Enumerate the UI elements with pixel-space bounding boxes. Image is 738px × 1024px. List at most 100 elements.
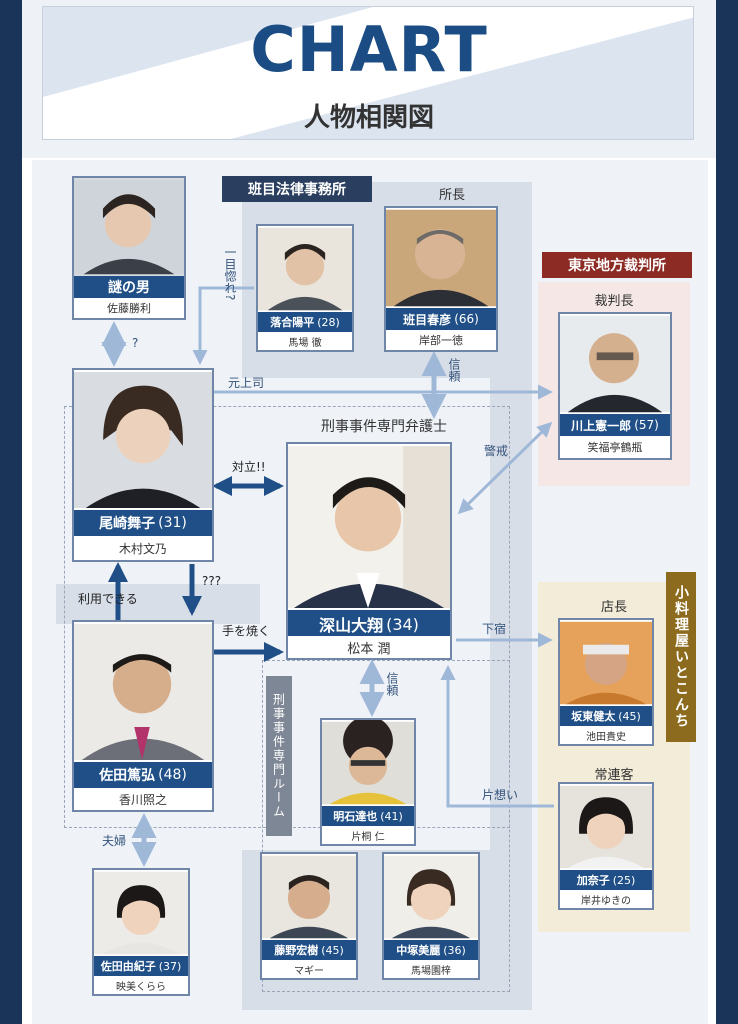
actor-nakatsuka: 馬場園梓 (384, 960, 478, 978)
card-ozaki: 尾崎舞子(31) 木村文乃 (72, 368, 214, 562)
name-sada: 佐田篤弘(48) (74, 762, 212, 788)
card-akashi: 明石達也(41) 片桐 仁 (320, 718, 416, 846)
card-bando: 坂東健太(45) 池田貴史 (558, 618, 654, 746)
name-ochiai: 落合陽平(28) (258, 312, 352, 332)
name-text: 謎の男 (108, 280, 150, 296)
portrait-kanako (560, 784, 652, 870)
age-text: (48) (158, 767, 187, 783)
actor-madarame: 岸部一徳 (386, 330, 496, 350)
age-text: (31) (158, 515, 187, 531)
firm-zone-lower (56, 584, 260, 624)
actor-kawakami: 笑福亭鶴瓶 (560, 436, 670, 458)
name-nakatsuka: 中塚美麗(36) (384, 940, 478, 960)
name-text: 佐田篤弘 (99, 768, 156, 784)
rel-conflict: 対立!! (232, 460, 266, 474)
actor-akashi: 片桐 仁 (322, 826, 414, 844)
actor-ochiai: 馬場 徹 (258, 332, 352, 350)
portrait-ochiai (258, 226, 352, 312)
name-text: 尾崎舞子 (99, 516, 156, 532)
portrait-madarame (386, 208, 496, 308)
age-text: (66) (454, 312, 479, 326)
rel-hitomebore: 一目惚れ? (223, 246, 237, 301)
age-text: (36) (443, 943, 466, 957)
name-nazo: 謎の男 (74, 276, 184, 298)
chart-body: 班目法律事務所 東京地方裁判所 小料理屋いとこんち 刑事事件専門ルーム 所長 裁… (32, 160, 708, 1024)
age-text: (57) (634, 418, 659, 432)
actor-nazo: 佐藤勝利 (74, 298, 184, 318)
age-text: (45) (618, 709, 641, 723)
actor-fujino: マギー (262, 960, 356, 978)
portrait-yukiko (94, 870, 188, 956)
rel-question: ? (132, 336, 139, 350)
card-fujino: 藤野宏樹(45) マギー (260, 852, 358, 980)
portrait-bando (560, 620, 652, 706)
role-regular: 常連客 (594, 768, 634, 783)
card-miyama: 深山大翔(34) 松本 潤 (286, 442, 452, 660)
name-text: 坂東健太 (571, 710, 616, 723)
rel-struggle: 手を焼く (222, 624, 271, 638)
arrow-caution (457, 421, 553, 515)
name-kawakami: 川上憲一郎(57) (560, 414, 670, 436)
card-kawakami: 川上憲一郎(57) 笑福亭鶴瓶 (558, 312, 672, 460)
card-yukiko: 佐田由紀子(37) 映美くらら (92, 868, 190, 996)
name-text: 落合陽平 (270, 316, 315, 329)
name-akashi: 明石達也(41) (322, 806, 414, 826)
portrait-kawakami (560, 314, 670, 414)
role-criminal-lawyer: 刑事事件専門弁護士 (321, 419, 447, 435)
portrait-nakatsuka (384, 854, 478, 940)
relation-arrows (101, 286, 554, 867)
name-text: 佐田由紀子 (100, 960, 156, 973)
age-text: (45) (321, 943, 344, 957)
card-nakatsuka: 中塚美麗(36) 馬場園梓 (382, 852, 480, 980)
criminal-room-outline (262, 660, 510, 992)
role-shop-owner: 店長 (600, 600, 627, 615)
criminal-room-label: 刑事事件専門ルーム (266, 676, 292, 836)
portrait-nazo (74, 178, 184, 276)
rel-former-boss: 元上司 (228, 376, 265, 390)
portrait-sada (74, 622, 212, 762)
actor-sada: 香川照之 (74, 788, 212, 810)
court-label: 東京地方裁判所 (542, 252, 692, 278)
header-stripe (43, 7, 693, 139)
age-text: (37) (158, 959, 182, 973)
name-bando: 坂東健太(45) (560, 706, 652, 726)
name-miyama: 深山大翔(34) (288, 610, 450, 638)
actor-miyama: 松本 潤 (288, 636, 450, 658)
role-director: 所長 (438, 188, 465, 203)
rel-trust-2: 信頼 (385, 672, 399, 696)
name-madarame: 班目春彦(66) (386, 308, 496, 330)
rel-couple: 夫婦 (102, 834, 127, 848)
page-subtitle: 人物相関図 (303, 103, 434, 133)
rel-trust-1: 信頼 (447, 358, 461, 382)
card-nazo: 謎の男 佐藤勝利 (72, 176, 186, 320)
card-kanako: 加奈子(25) 岸井ゆきの (558, 782, 654, 910)
name-yukiko: 佐田由紀子(37) (94, 956, 188, 976)
age-text: (25) (612, 873, 636, 887)
age-text: (41) (380, 809, 403, 823)
firm-label: 班目法律事務所 (222, 176, 372, 202)
actor-kanako: 岸井ゆきの (560, 890, 652, 908)
arrow-ochiai-ozaki (192, 286, 254, 365)
rel-qqq: ??? (202, 574, 222, 588)
portrait-ozaki (74, 370, 212, 510)
name-text: 中塚美麗 (396, 944, 441, 957)
rel-crush: 片想い (482, 788, 519, 802)
rel-lodging: 下宿 (482, 622, 507, 636)
card-madarame: 班目春彦(66) 岸部一徳 (384, 206, 498, 352)
name-fujino: 藤野宏樹(45) (262, 940, 356, 960)
name-ozaki: 尾崎舞子(31) (74, 510, 212, 536)
card-ochiai: 落合陽平(28) 馬場 徹 (256, 224, 354, 352)
age-text: (34) (386, 614, 419, 634)
chart-frame: CHART 人物相関図 班目法律事務所 東京地方裁判所 小料理屋いとこんち 刑事… (22, 0, 716, 1024)
actor-ozaki: 木村文乃 (74, 536, 212, 560)
name-kanako: 加奈子(25) (560, 870, 652, 890)
name-text: 藤野宏樹 (274, 944, 319, 957)
name-text: 班目春彦 (403, 312, 452, 327)
actor-bando: 池田貴史 (560, 726, 652, 744)
header: CHART 人物相関図 (22, 0, 716, 158)
portrait-miyama (288, 444, 450, 610)
portrait-fujino (262, 854, 356, 940)
portrait-akashi (322, 720, 414, 806)
age-text: (28) (317, 315, 340, 329)
name-text: 明石達也 (333, 810, 378, 823)
